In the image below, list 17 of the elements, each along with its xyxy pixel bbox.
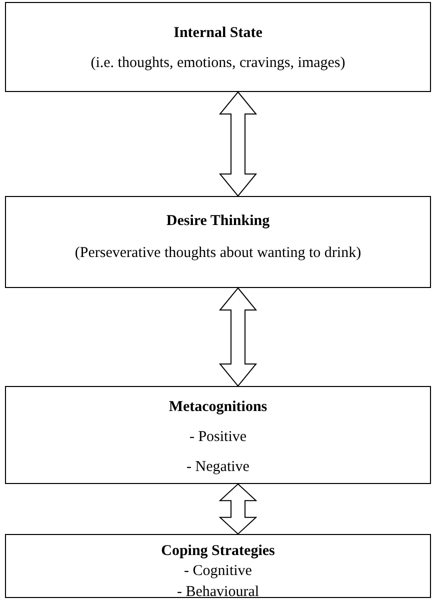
box-text: (i.e. thoughts, emotions, cravings, images)	[90, 54, 346, 72]
process-box	[5, 386, 431, 484]
box-heading: Internal State	[174, 24, 262, 42]
process-box	[5, 196, 431, 288]
double-arrow	[218, 483, 258, 535]
box-text: - Negative	[186, 458, 250, 476]
box-text: - Positive	[189, 428, 247, 446]
process-box	[5, 2, 431, 92]
box-text: - Behavioural	[176, 583, 260, 599]
box-heading: Coping Strategies	[161, 542, 275, 560]
box-heading: Desire Thinking	[166, 212, 270, 230]
box-heading: Metacognitions	[168, 398, 268, 416]
box-text: (Perseverative thoughts about wanting to drink)	[74, 244, 362, 262]
double-arrow	[218, 287, 258, 387]
double-arrow	[218, 91, 258, 197]
process-box	[5, 534, 431, 598]
box-text: - Cognitive	[184, 562, 252, 580]
